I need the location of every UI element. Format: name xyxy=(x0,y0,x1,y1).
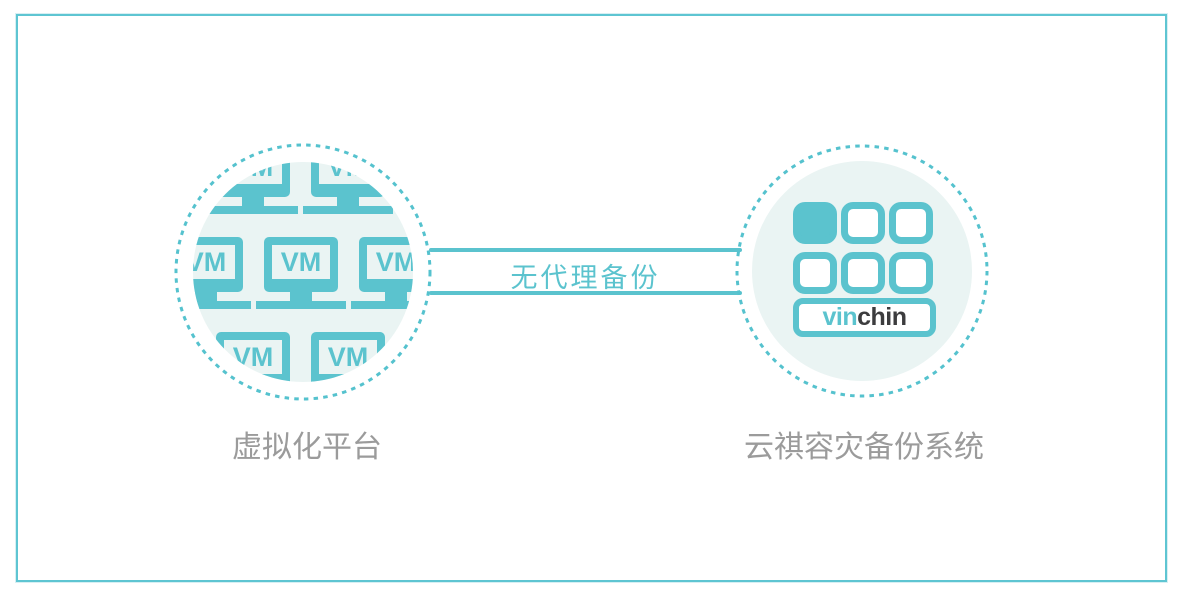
vm-screen: VM xyxy=(359,237,413,292)
right-dashed-ring-icon xyxy=(735,144,989,398)
vm-stand-neck xyxy=(385,292,407,302)
vm-stand-base xyxy=(303,206,393,214)
vm-monitor-icon: VM xyxy=(216,332,290,382)
wordmark-chin: chin xyxy=(857,303,907,331)
vm-screen: VM xyxy=(311,162,385,197)
vm-stand-neck xyxy=(337,197,359,207)
vm-stand-base xyxy=(193,301,251,309)
vm-screen: VM xyxy=(216,162,290,197)
wordmark-vin: vin xyxy=(822,303,858,331)
vinchin-logo-square-filled-icon xyxy=(793,202,837,244)
vm-monitor-icon: VM xyxy=(311,332,385,382)
vinchin-logo-square-icon xyxy=(889,202,933,244)
vm-stand-neck xyxy=(290,292,312,302)
vm-label: VM xyxy=(327,341,369,372)
vm-screen: VM xyxy=(311,332,385,382)
vm-monitor-icon: VM xyxy=(193,237,251,309)
vm-label: VM xyxy=(232,162,274,182)
vm-stand-base xyxy=(256,301,346,309)
vinchin-logo-square-icon xyxy=(841,202,885,244)
right-node-label: 云祺容灾备份系统 xyxy=(744,431,984,464)
left-dashed-ring-icon xyxy=(174,143,432,401)
page-border xyxy=(16,14,1167,582)
connector-label: 无代理备份 xyxy=(510,263,661,293)
vm-monitor-icon: VM xyxy=(208,162,298,214)
vinchin-logo-square-icon xyxy=(793,252,837,294)
vm-monitor-icon: VM xyxy=(351,237,413,309)
vm-label: VM xyxy=(327,162,369,182)
vm-label: VM xyxy=(232,341,274,372)
vinchin-logo-square-icon xyxy=(889,252,933,294)
vm-monitor-icon: VM xyxy=(256,237,346,309)
vm-label: VM xyxy=(375,246,413,277)
vm-stand-base xyxy=(351,301,413,309)
vm-stand-neck xyxy=(242,197,264,207)
vinchin-logo-square-icon xyxy=(841,252,885,294)
vm-monitor-icon: VM xyxy=(303,162,393,214)
connector-line-bottom xyxy=(429,291,742,295)
virtualization-disc: VM VM VM VM VM VM VM xyxy=(193,162,413,382)
vm-label: VM xyxy=(280,246,322,277)
vm-label: VM xyxy=(193,246,227,277)
vm-stand-base xyxy=(208,206,298,214)
left-node-label: 虚拟化平台 xyxy=(232,431,382,464)
vm-screen: VM xyxy=(264,237,338,292)
vm-screen: VM xyxy=(216,332,290,382)
vm-stand-neck xyxy=(195,292,217,302)
connector-line-top xyxy=(429,248,742,252)
vm-screen: VM xyxy=(193,237,243,292)
